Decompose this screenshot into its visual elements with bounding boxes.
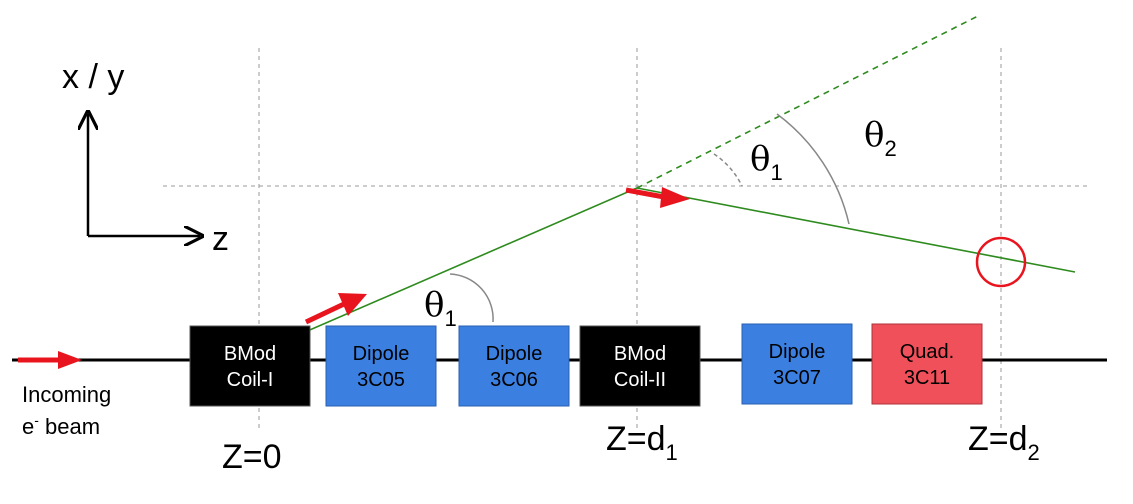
coordinate-axes — [88, 114, 200, 236]
angle-arcs — [449, 113, 850, 323]
axis-label-z: z — [212, 220, 229, 258]
axis-label-xy: x / y — [62, 58, 124, 96]
element-dipole-3c06: Dipole 3C06 — [458, 325, 570, 407]
element-dipole-3c07: Dipole 3C07 — [741, 323, 853, 405]
theta1-lower-label: θ1 — [424, 285, 457, 331]
element-label-line2: 3C11 — [904, 367, 950, 389]
incoming-beam-label-line1: Incoming — [22, 382, 111, 407]
arc-theta2 — [776, 113, 850, 225]
trajectory-incoming — [258, 187, 638, 353]
trajectory-deflected — [636, 187, 1076, 273]
arc-theta1-upper — [713, 153, 743, 187]
position-zd2-label: Z=d2 — [968, 420, 1040, 465]
red-arrows — [18, 187, 690, 369]
element-label-line1: BMod — [224, 343, 276, 365]
position-z0-label: Z=0 — [222, 438, 282, 476]
incoming-beam-label-line2: e- beam — [22, 412, 100, 439]
element-bmod-coil-2: BMod Coil-II — [579, 325, 701, 407]
element-label-line2: 3C07 — [773, 367, 821, 389]
arrow-after-coil2 — [625, 187, 690, 208]
element-label-line1: Dipole — [769, 341, 826, 363]
element-label-line2: 3C05 — [357, 369, 405, 391]
element-label-line2: Coil-I — [227, 369, 274, 391]
arrow-after-coil1 — [304, 293, 367, 325]
element-label-line2: Coil-II — [614, 369, 666, 391]
element-quad-3c11: Quad. 3C11 — [871, 323, 983, 405]
theta1-upper-label: θ1 — [750, 139, 783, 185]
element-label-line1: Dipole — [353, 343, 410, 365]
dashed-guides — [163, 48, 1090, 430]
element-label-line1: Quad. — [900, 341, 954, 363]
element-dipole-3c05: Dipole 3C05 — [325, 325, 437, 407]
element-label-line1: BMod — [614, 343, 666, 365]
trajectory — [258, 15, 1076, 353]
arrow-incoming-beam — [18, 351, 82, 369]
position-zd1-label: Z=d1 — [606, 420, 678, 465]
element-label-line1: Dipole — [486, 343, 543, 365]
theta2-label: θ2 — [864, 115, 897, 161]
arc-theta1-lower — [449, 273, 494, 323]
trajectory-extension-dashed — [636, 15, 979, 189]
element-bmod-coil-1: BMod Coil-I — [189, 325, 311, 407]
element-label-line2: 3C06 — [490, 369, 538, 391]
target-circle — [975, 236, 1027, 288]
